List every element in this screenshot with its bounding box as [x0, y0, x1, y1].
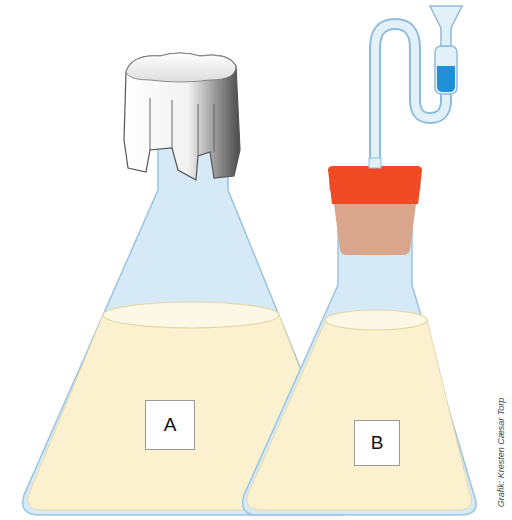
- flask-b-liquid-surface: [325, 310, 427, 330]
- flask-label: A: [164, 415, 177, 436]
- flask-a-liquid-surface: [103, 302, 279, 328]
- flask-b-liquid: [247, 320, 471, 510]
- flask-label: B: [371, 433, 384, 454]
- airlock-tube-outer: [375, 24, 446, 172]
- cloth-folds: [150, 98, 214, 156]
- label-box: A: [145, 400, 195, 450]
- cloth-cap-top: [126, 53, 236, 82]
- airlock-water: [437, 66, 455, 92]
- label-box: B: [354, 420, 400, 466]
- airlock-funnel: [430, 6, 462, 46]
- stopper-lower: [334, 204, 416, 255]
- flask-b-glass: [243, 176, 477, 515]
- stopper-tube-stub: [369, 158, 381, 168]
- stopper-top: [328, 166, 422, 204]
- cloth-cap: [124, 53, 240, 180]
- airlock-bulb: [435, 46, 457, 94]
- credit-text: Grafik: Kresten Cæsar Torp: [498, 397, 507, 507]
- airlock-tube-inner: [375, 24, 446, 172]
